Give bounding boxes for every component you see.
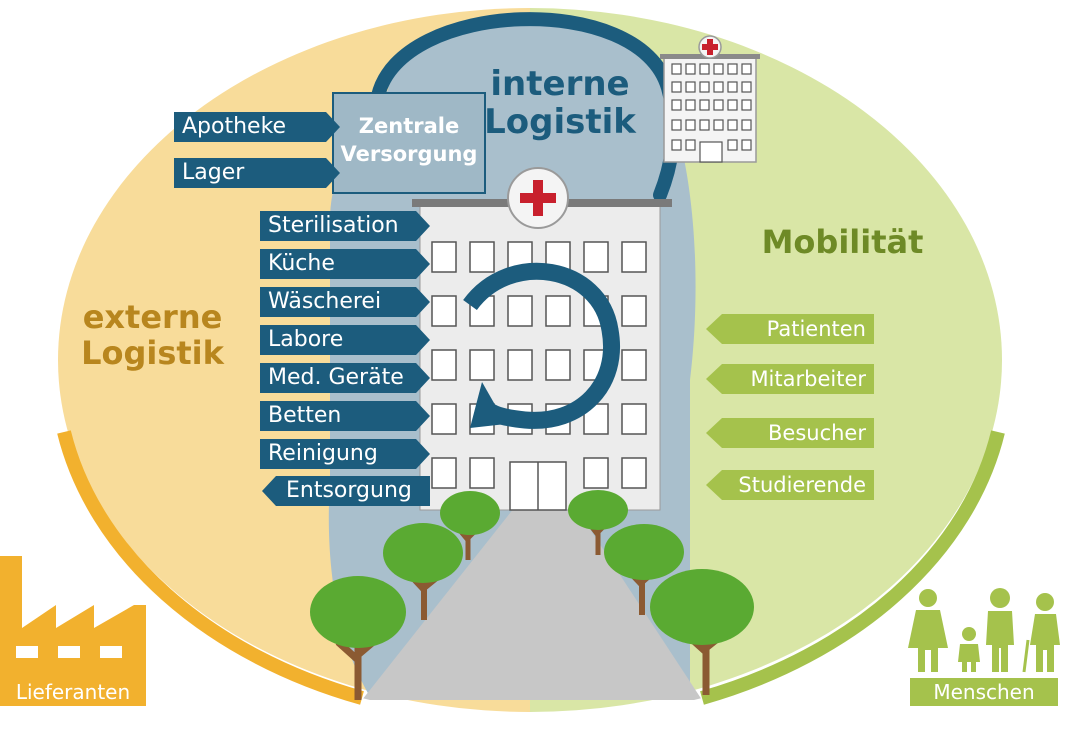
service-sterilisation: Sterilisation — [260, 211, 430, 241]
input-pharmacy: Apotheke — [174, 112, 340, 142]
people-label: Menschen — [910, 678, 1058, 706]
entrance-path — [362, 508, 702, 700]
service-medical-devices: Med. Geräte — [260, 363, 430, 393]
service-disposal: Entsorgung — [262, 476, 430, 506]
hospital-building-icon — [412, 199, 672, 511]
service-kitchen: Küche — [260, 249, 430, 279]
service-cleaning: Reinigung — [260, 439, 430, 469]
hospital-small-icon — [660, 35, 760, 163]
tree-icon — [604, 524, 684, 615]
tree-icon — [440, 491, 500, 560]
mobility-title: Mobilität — [761, 223, 924, 261]
factory-icon — [0, 556, 146, 678]
cycle-arrow-icon — [463, 262, 620, 429]
red-cross-icon — [507, 167, 569, 229]
service-beds: Betten — [260, 401, 430, 431]
people-students: Studierende — [706, 470, 874, 500]
service-laundry: Wäscherei — [260, 287, 430, 317]
tree-icon — [650, 569, 754, 695]
tree-icon — [568, 490, 628, 555]
service-labs: Labore — [260, 325, 430, 355]
people-staff: Mitarbeiter — [706, 364, 874, 394]
tree-icon — [383, 523, 463, 620]
people-arc — [700, 430, 1005, 705]
people-patients: Patienten — [706, 314, 874, 344]
family-icon — [908, 588, 1060, 673]
input-warehouse: Lager — [174, 158, 340, 188]
suppliers-arc — [57, 430, 364, 705]
people-visitors: Besucher — [706, 418, 874, 448]
suppliers-label: Lieferanten — [0, 678, 146, 706]
tree-icon — [310, 576, 406, 700]
trees — [310, 490, 754, 700]
